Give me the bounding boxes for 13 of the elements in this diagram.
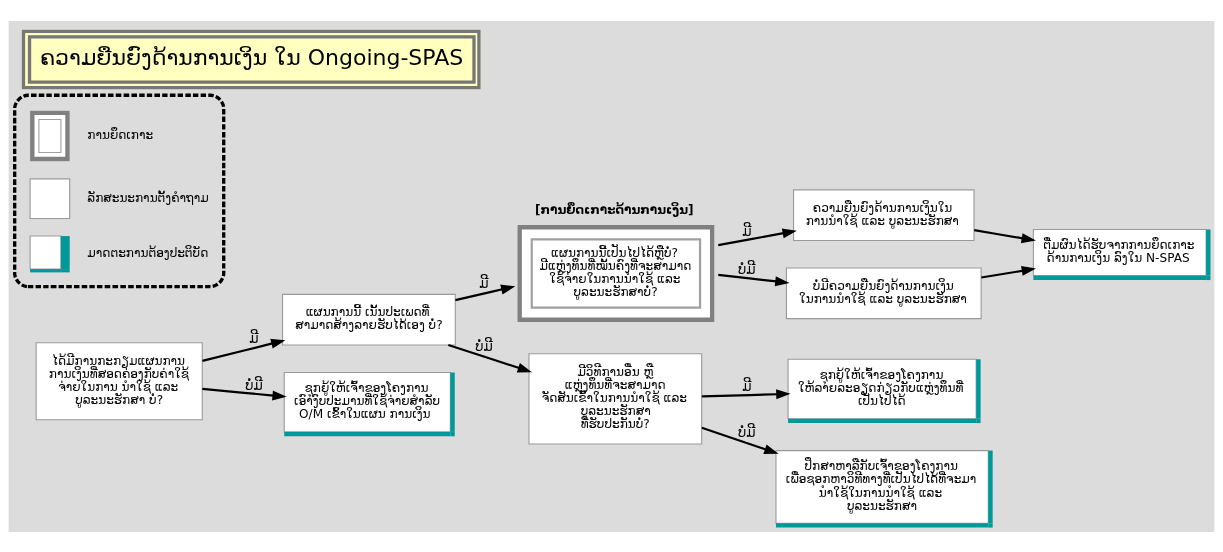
edge-label: ມີ <box>742 378 752 394</box>
diagram-title: ຄວາມຍືນຍົງດ້ານການເງິນ ໃນ Ongoing-SPAS <box>39 44 464 70</box>
edge-label: ບໍ່ມີ <box>245 377 263 393</box>
legend-label: ມາດຕະການຕ້ອງປະຕິບັດ <box>87 245 209 260</box>
edge-label: ມີ <box>479 275 489 291</box>
edge-label: ມີ <box>249 330 259 346</box>
edge-label: ບໍ່ມີ <box>738 261 756 277</box>
legend-label: ການຍຶດເກາະ <box>87 127 154 142</box>
node-label: [ການຍຶດເກາະດ້ານການເງິນ] <box>535 202 694 217</box>
edge-label: ມີ <box>742 223 752 239</box>
edge-label: ບໍ່ມີ <box>738 424 756 440</box>
legend-label: ລັກສະນະການຕັ້ງຄຳຖາມ <box>87 190 209 205</box>
edge-label: ບໍ່ມີ <box>475 338 493 354</box>
